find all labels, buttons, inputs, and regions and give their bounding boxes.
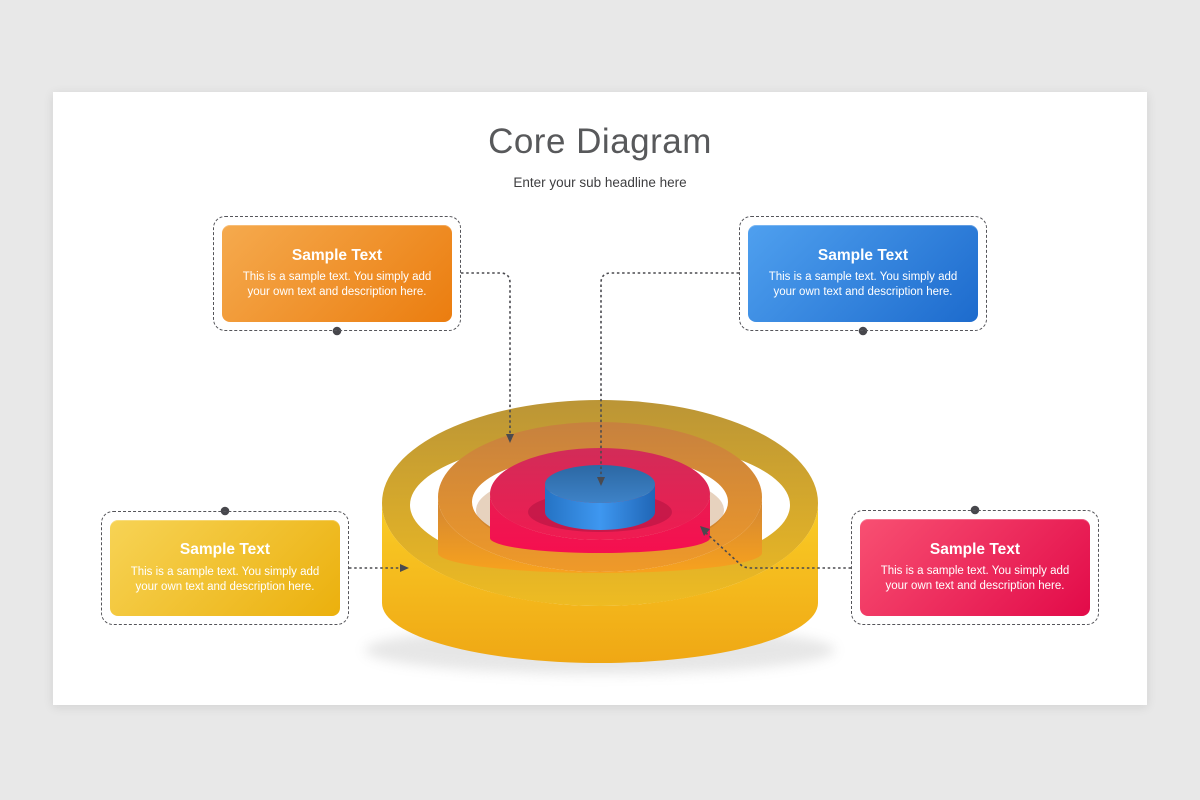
callout-bottom-left-box[interactable]: Sample Text This is a sample text. You s… [110, 520, 340, 616]
connectors [349, 272, 851, 572]
callout-body: This is a sample text. You simply add yo… [768, 271, 958, 299]
connector-top-right [600, 272, 739, 477]
callout-body: This is a sample text. You simply add yo… [130, 565, 320, 593]
slide-title[interactable]: Core Diagram [488, 122, 712, 161]
core-wall [545, 484, 655, 530]
callout-heading: Sample Text [291, 246, 383, 264]
callout-bottom-right-box[interactable]: Sample Text This is a sample text. You s… [860, 519, 1090, 616]
core-top [545, 465, 655, 503]
callout-top-right: Sample Text This is a sample text. You s… [739, 216, 987, 331]
slide-subtitle[interactable]: Enter your sub headline here [513, 175, 687, 190]
arrowhead-top-right [597, 477, 605, 486]
inner-ring-wall [490, 494, 710, 553]
connector-bottom-right [705, 532, 851, 569]
connector-top-left [461, 272, 511, 434]
callout-heading: Sample Text [929, 540, 1021, 558]
callout-bottom-right: Sample Text This is a sample text. You s… [851, 510, 1099, 625]
callout-top-left-box[interactable]: Sample Text This is a sample text. You s… [222, 225, 452, 322]
arrowhead-bottom-left [400, 564, 409, 572]
anchor-dot-top-left [332, 326, 342, 336]
callout-heading: Sample Text [179, 541, 271, 559]
arrowhead-top-left [506, 434, 514, 443]
callout-body: This is a sample text. You simply add yo… [242, 271, 432, 299]
callout-bottom-left: Sample Text This is a sample text. You s… [101, 511, 349, 625]
callout-body: This is a sample text. You simply add yo… [880, 565, 1070, 593]
middle-ring-top [438, 422, 762, 572]
outer-ring-wall [382, 503, 818, 663]
callout-top-left: Sample Text This is a sample text. You s… [213, 216, 461, 331]
callout-top-right-box[interactable]: Sample Text This is a sample text. You s… [748, 225, 978, 322]
callout-heading: Sample Text [817, 246, 909, 264]
anchor-dot-top-right [858, 326, 868, 336]
arrowhead-bottom-right [700, 526, 710, 536]
